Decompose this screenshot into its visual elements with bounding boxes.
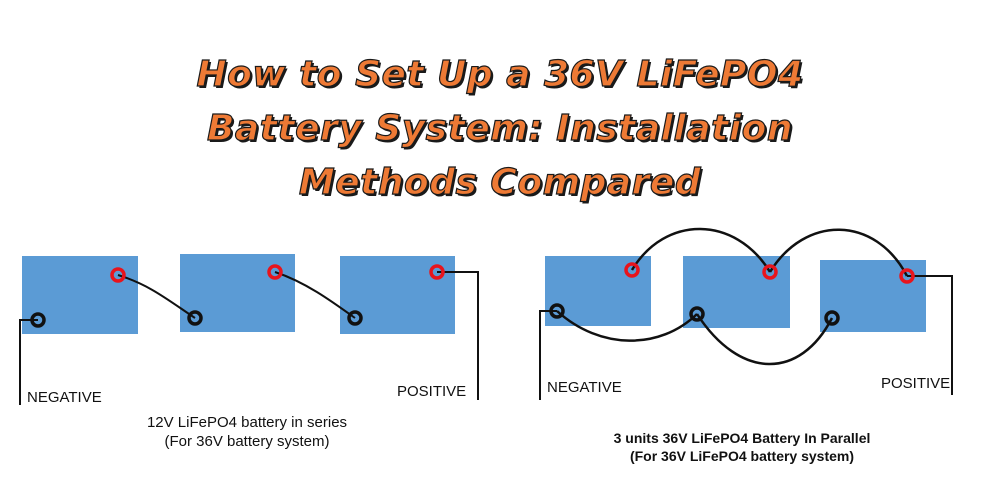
- parallel-negative-label: NEGATIVE: [547, 379, 622, 396]
- parallel-negative-terminal-3: [824, 310, 840, 326]
- title-line-1: How to Set Up a 36V LiFePO4: [196, 53, 804, 95]
- parallel-negative-terminal-1: [549, 303, 565, 319]
- parallel-negative-wire-1-2: [556, 310, 698, 342]
- parallel-caption-line-1: 3 units 36V LiFePO4 Battery In Parallel: [614, 430, 871, 446]
- parallel-positive-label: POSITIVE: [881, 375, 950, 392]
- parallel-positive-wire-2-3: [768, 228, 909, 277]
- series-positive-terminal-2: [267, 264, 283, 280]
- series-caption-line-2: (For 36V battery system): [164, 433, 329, 450]
- series-negative-terminal-3: [347, 310, 363, 326]
- series-positive-terminal-1: [110, 267, 126, 283]
- parallel-positive-terminal-3: [899, 268, 915, 284]
- parallel-diagram: NEGATIVE POSITIVE 3 units 36V LiFePO4 Ba…: [539, 227, 953, 464]
- series-positive-lead: [437, 271, 479, 400]
- parallel-caption-line-2: (For 36V LiFePO4 battery system): [630, 448, 854, 464]
- series-negative-label: NEGATIVE: [27, 389, 102, 406]
- title-line-2: Battery System: Installation: [206, 107, 794, 149]
- series-wire-2-3: [274, 271, 356, 319]
- series-caption-line-1: 12V LiFePO4 battery in series: [147, 414, 347, 431]
- parallel-positive-wire-1-2: [630, 227, 772, 273]
- parallel-negative-wire-2-3: [695, 313, 834, 366]
- series-positive-terminal-3: [429, 264, 445, 280]
- series-negative-terminal-1: [30, 312, 46, 328]
- series-positive-label: POSITIVE: [397, 383, 466, 400]
- parallel-positive-terminal-2: [762, 264, 778, 280]
- series-negative-terminal-2: [187, 310, 203, 326]
- page-title: How to Set Up a 36V LiFePO4 Battery Syst…: [0, 48, 1000, 210]
- series-diagram: NEGATIVE POSITIVE 12V LiFePO4 battery in…: [19, 254, 479, 450]
- parallel-negative-terminal-2: [689, 306, 705, 322]
- parallel-positive-terminal-1: [624, 262, 640, 278]
- title-line-3: Methods Compared: [298, 161, 702, 203]
- parallel-positive-lead: [907, 275, 953, 395]
- series-wire-1-2: [117, 274, 196, 319]
